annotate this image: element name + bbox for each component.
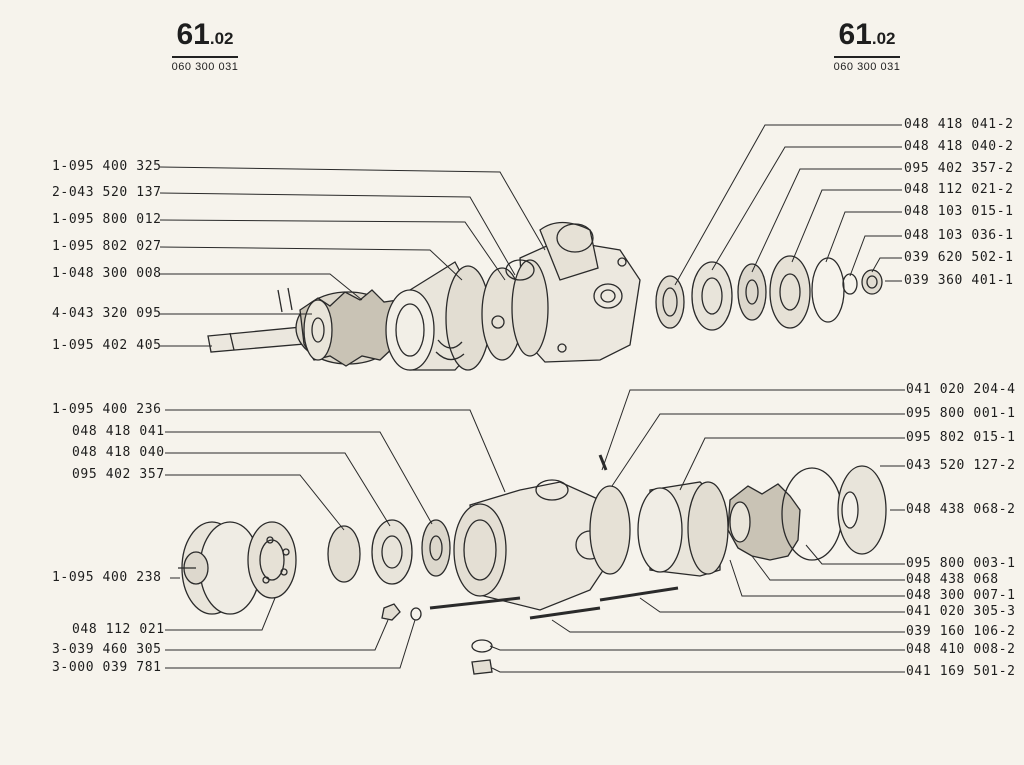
leader-lines (159, 124, 905, 673)
small-washer (471, 639, 493, 653)
part-label: 048 103 015-1 (904, 204, 1014, 219)
part-label: 1-095 400 325 (52, 159, 162, 174)
part-label: 1-095 402 405 (52, 338, 162, 353)
part-label: 095 402 357-2 (904, 161, 1014, 176)
part-label: 041 020 305-3 (906, 604, 1016, 619)
upper-impeller-housing (385, 261, 491, 371)
part-label: 1-095 400 236 (52, 402, 162, 417)
part-label: 039 620 502-1 (904, 250, 1014, 265)
lower-wear-plate (589, 485, 631, 575)
part-label: 048 300 007-1 (906, 588, 1016, 603)
part-label: 3-000 039 781 (52, 660, 162, 675)
upper-pump-body (505, 221, 641, 363)
part-label: 1-095 802 027 (52, 239, 162, 254)
part-label: 048 438 068-2 (906, 502, 1016, 517)
part-label: 048 112 021-2 (904, 182, 1014, 197)
part-label: 048 112 021 (72, 622, 165, 637)
lower-pulley (178, 521, 261, 615)
lower-pump-assembly (178, 454, 887, 675)
lower-tie-bolt (429, 596, 521, 610)
small-bolt (471, 659, 493, 675)
part-label: 3-039 460 305 (52, 642, 162, 657)
part-label: 1-095 800 012 (52, 212, 162, 227)
part-label: 048 103 036-1 (904, 228, 1014, 243)
part-label: 048 418 040 (72, 445, 165, 460)
lower-pump-body (453, 454, 611, 611)
part-label: 095 402 357 (72, 467, 165, 482)
lower-impeller (727, 483, 801, 561)
drawing-code-left: 060 300 031 (171, 61, 239, 73)
part-label: 095 800 001-1 (906, 406, 1016, 421)
part-label: 041 169 501-2 (906, 664, 1016, 679)
part-label: 048 410 008-2 (906, 642, 1016, 657)
part-label: 095 800 003-1 (906, 556, 1016, 571)
page-header-left: 61.02 060 300 031 (150, 18, 260, 73)
part-label: 095 802 015-1 (906, 430, 1016, 445)
page-number-left: 61.02 (172, 18, 238, 58)
upper-seal-bearing-stack (655, 255, 883, 331)
upper-wear-plate (481, 267, 523, 361)
part-label: 039 360 401-1 (904, 273, 1014, 288)
lower-impeller-housing (637, 481, 729, 577)
lower-end-cover (837, 465, 887, 555)
part-label: 048 418 041-2 (904, 117, 1014, 132)
part-label: 2-043 520 137 (52, 185, 162, 200)
part-label: 4-043 320 095 (52, 306, 162, 321)
lower-seal-cup (371, 519, 413, 585)
part-label: 048 438 068 (906, 572, 999, 587)
part-label: 1-095 400 238 (52, 570, 162, 585)
page-header-right: 61.02 060 300 031 (812, 18, 922, 73)
upper-pump-assembly (207, 221, 883, 371)
lower-spacer (421, 519, 451, 577)
part-label: 043 520 127-2 (906, 458, 1016, 473)
part-label: 048 418 040-2 (904, 139, 1014, 154)
lower-seal-ring (327, 525, 361, 583)
part-label: 039 160 106-2 (906, 624, 1016, 639)
drawing-code-right: 060 300 031 (833, 61, 901, 73)
lower-bearing (247, 521, 297, 599)
upper-impeller (295, 289, 401, 367)
page-number-right: 61.02 (834, 18, 900, 58)
part-label: 1-048 300 008 (52, 266, 162, 281)
part-label: 048 418 041 (72, 424, 165, 439)
lower-nut (381, 603, 401, 621)
part-label: 041 020 204-4 (906, 382, 1016, 397)
lower-washer (410, 607, 422, 621)
